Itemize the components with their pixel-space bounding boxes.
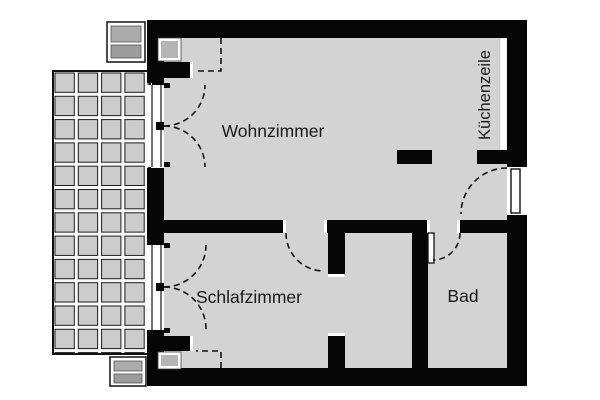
wall-living-south-2 [324, 220, 430, 233]
wall-kitchen-stub-left [397, 150, 432, 164]
planter-bottom-cell-2 [113, 373, 143, 384]
wall-living-south-3 [460, 220, 507, 233]
arc-bath-door [432, 232, 461, 261]
jamb-caps [190, 62, 460, 351]
balcony [52, 70, 151, 355]
shaft-bottom-left [158, 352, 181, 369]
door-frame [147, 245, 164, 330]
entrance-door [507, 167, 527, 215]
jamb-tick [152, 328, 170, 333]
balcony-door-living [147, 85, 164, 167]
balcony-tiles [52, 70, 151, 355]
bath-door-leaf [427, 232, 435, 264]
jamb-cap [190, 62, 193, 78]
shaft-bottom-left-outline [157, 351, 182, 370]
planter-box-bottom [109, 356, 147, 387]
jamb-cap [457, 220, 460, 233]
planter-box-top [106, 21, 146, 63]
arc-living-balcony-upper [163, 84, 206, 127]
wall-closet-upper [328, 233, 345, 277]
jamb-cap [328, 333, 345, 336]
jamb-cap [190, 336, 193, 351]
label-living-room: Wohnzimmer [222, 121, 325, 141]
wall-arm-top-left [164, 62, 193, 78]
wall-top [147, 20, 527, 38]
arc-living-balcony-lower [163, 125, 206, 168]
wall-right-upper [507, 38, 527, 167]
label-bedroom: Schlafzimmer [196, 287, 302, 307]
wall-left-seg2 [147, 168, 164, 245]
shaft-top-left-outline [157, 37, 182, 62]
jamb-cap [324, 220, 327, 233]
dashed-niche-bottom-left [196, 350, 222, 368]
jamb-cap [427, 220, 430, 233]
planter-bottom-cell-1 [113, 360, 143, 372]
jamb-cap [283, 220, 286, 233]
walls [147, 20, 527, 386]
shaft-top-left [158, 38, 181, 61]
jamb-cap [328, 274, 345, 277]
wall-bottom [147, 368, 527, 386]
kitchenette-counter [499, 37, 508, 151]
planter-top-cell-2 [110, 44, 142, 59]
arc-bedroom-balcony-upper [163, 244, 207, 288]
wall-living-south-1 [164, 220, 286, 233]
room-labels: Wohnzimmer Schlafzimmer Bad Küchenzeile [196, 50, 494, 307]
wall-kitchen-stub-right [477, 150, 507, 164]
entrance-door-leaf [510, 168, 521, 214]
door-meeting-stile [156, 283, 164, 291]
label-kitchenette: Küchenzeile [476, 50, 494, 140]
wall-closet-lower [328, 333, 345, 369]
corner-shafts [157, 37, 182, 370]
door-meeting-stile [156, 122, 164, 130]
wall-arm-bottom-left [164, 336, 193, 351]
dashed-niche-top-left [196, 38, 222, 72]
arc-bedroom-balcony-lower [163, 286, 207, 331]
arc-bedroom-door [285, 232, 325, 272]
balcony-door-bedroom [147, 245, 164, 330]
door-swing-arcs [163, 38, 508, 368]
apartment-floor [164, 38, 507, 369]
wall-right-lower [507, 215, 527, 386]
door-frame [147, 85, 164, 167]
wall-bath-west [412, 233, 428, 369]
arc-entrance-door [460, 167, 508, 215]
planter-top-cell-1 [110, 25, 142, 43]
label-bathroom: Bad [447, 286, 478, 306]
